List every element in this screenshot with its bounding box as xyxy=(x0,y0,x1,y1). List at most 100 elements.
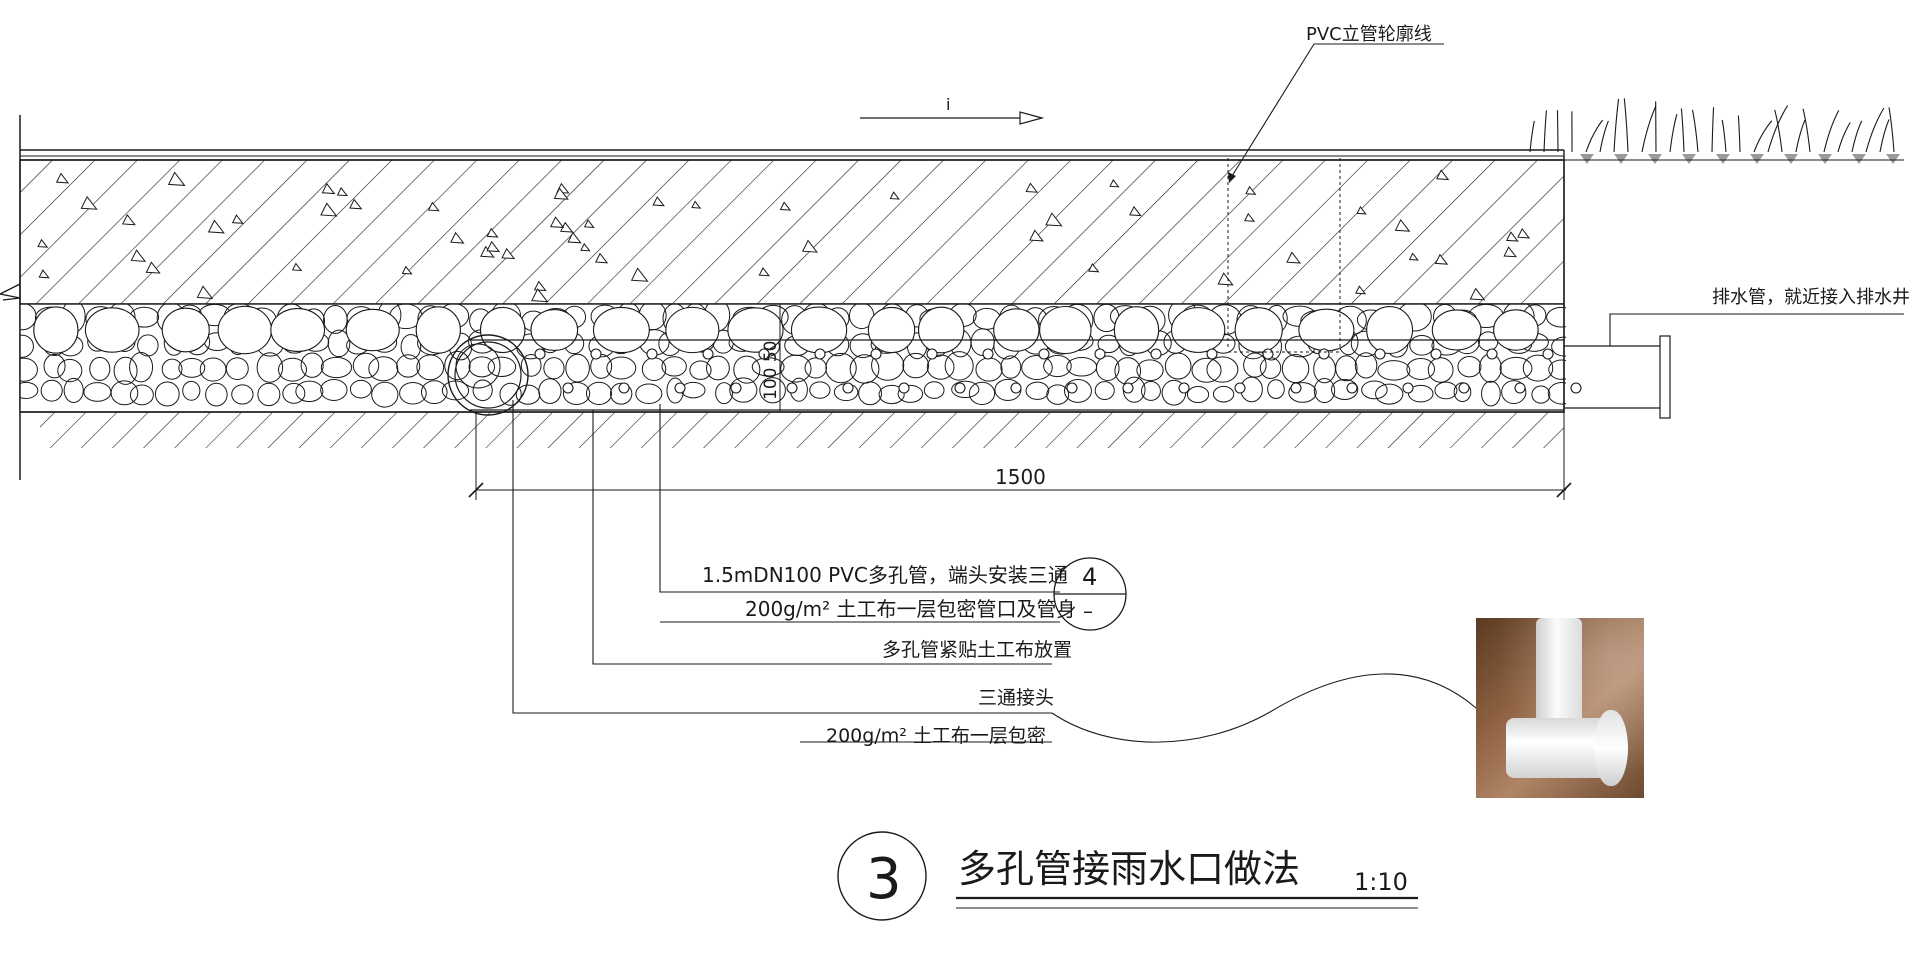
gravel-stone xyxy=(182,380,201,401)
gravel-stone xyxy=(804,357,827,379)
gravel-stone xyxy=(20,357,38,382)
aggregate-mark xyxy=(167,171,186,186)
grass-blade xyxy=(1556,110,1559,153)
aggregate-mark xyxy=(37,238,49,248)
gravel-large-stone xyxy=(993,308,1040,352)
aggregate-mark xyxy=(196,285,214,299)
gravel-stone xyxy=(825,352,857,384)
aggregate-mark xyxy=(1434,253,1449,265)
perforation-hole xyxy=(1290,382,1302,394)
gravel-stone xyxy=(543,357,565,380)
grass-blade xyxy=(1721,119,1727,153)
gravel-stone xyxy=(327,329,351,358)
note2-leader xyxy=(592,410,1052,665)
gravel-stone xyxy=(1546,306,1566,328)
gravel-stone xyxy=(295,380,324,403)
perforation-hole xyxy=(814,348,826,360)
aggregate-mark xyxy=(1129,205,1142,217)
aggregate-mark xyxy=(486,240,501,253)
gravel-large-stone xyxy=(867,306,916,354)
gravel-stone xyxy=(320,356,353,379)
gravel-stone xyxy=(1288,382,1317,403)
grass-blade xyxy=(1680,108,1685,153)
gravel-stone xyxy=(352,352,380,379)
perforation-hole xyxy=(618,382,630,394)
gravel-stone xyxy=(926,354,955,380)
gravel-stone xyxy=(472,379,493,402)
concrete-aggregate-marks xyxy=(37,169,1531,303)
gravel-stone xyxy=(1335,355,1358,382)
aggregate-mark xyxy=(549,216,565,228)
gravel-stone xyxy=(780,354,812,383)
gravel-large-stone xyxy=(161,307,210,353)
perforation-hole xyxy=(926,348,938,360)
perforation-hole xyxy=(534,348,546,360)
gravel-large-stone xyxy=(33,306,79,354)
perforation-hole xyxy=(1374,348,1386,360)
aggregate-mark xyxy=(38,269,50,279)
aggregate-mark xyxy=(889,191,900,200)
gravel-stone xyxy=(661,356,687,377)
gravel-stone xyxy=(257,382,281,407)
gravel-large-stone xyxy=(1493,309,1539,351)
gravel-stone xyxy=(400,333,422,360)
aggregate-mark xyxy=(1029,229,1044,242)
grass-blade xyxy=(1543,110,1547,153)
gravel-stone xyxy=(1095,355,1120,382)
aggregate-mark xyxy=(1394,218,1411,232)
note3-line2: 200g/m² 土工布一层包密 xyxy=(826,725,1046,747)
title-number-circle xyxy=(837,831,927,921)
perforation-hole xyxy=(758,348,770,360)
grass-blade xyxy=(1753,120,1773,153)
perforation-hole xyxy=(1066,382,1078,394)
perforation-hole xyxy=(562,382,574,394)
aggregate-mark xyxy=(427,201,440,212)
perforation-hole xyxy=(954,382,966,394)
gravel-stone xyxy=(809,381,831,399)
gravel-large-stone xyxy=(1234,307,1283,353)
gravel-stone xyxy=(585,381,613,405)
grass-blade xyxy=(1613,98,1620,153)
gravel-stone xyxy=(1548,359,1566,380)
gravel-stone xyxy=(1043,354,1072,378)
pvc-leader xyxy=(1231,43,1444,177)
gravel-stone xyxy=(1136,359,1164,382)
grass-blade xyxy=(1888,107,1895,153)
gravel-stone xyxy=(1191,357,1222,383)
gravel-stone xyxy=(1000,355,1022,379)
aggregate-mark xyxy=(1286,251,1302,264)
gravel-large-stone xyxy=(1431,309,1482,351)
grass-shade xyxy=(1886,154,1900,164)
grass-blade xyxy=(1711,107,1715,153)
aggregate-mark xyxy=(320,202,338,217)
gravel-stone xyxy=(1531,385,1551,404)
gravel-stone xyxy=(1025,381,1050,400)
grass-blade xyxy=(1795,119,1806,153)
reference-top: 4 xyxy=(1082,563,1097,591)
gravel-stone xyxy=(444,350,471,381)
grass-blade xyxy=(1623,98,1629,153)
aggregate-mark xyxy=(145,261,161,274)
grass-blade xyxy=(1529,120,1535,153)
gravel-stone xyxy=(923,381,945,399)
gravel-stone xyxy=(1267,379,1285,400)
grass-blade xyxy=(1774,109,1783,153)
aggregate-mark xyxy=(321,182,336,195)
gravel-stone xyxy=(1331,379,1359,401)
gravel-stone xyxy=(1046,384,1070,405)
grass-shade xyxy=(1784,154,1798,164)
gravel-stone xyxy=(951,380,980,399)
aggregate-mark xyxy=(1517,227,1531,239)
gravel-stone xyxy=(300,352,324,378)
gravel-stone xyxy=(515,384,541,405)
gravel-stone xyxy=(706,355,730,381)
aggregate-mark xyxy=(691,200,702,209)
grass-blade xyxy=(1585,119,1604,153)
grass-symbol xyxy=(1529,98,1900,164)
gravel-stone xyxy=(1377,360,1411,381)
gravel-stone xyxy=(43,353,66,379)
dim-length-label: 1500 xyxy=(995,465,1046,489)
aggregate-mark xyxy=(1109,179,1120,188)
gravel-stone xyxy=(416,354,445,381)
aggregate-mark xyxy=(758,267,770,277)
